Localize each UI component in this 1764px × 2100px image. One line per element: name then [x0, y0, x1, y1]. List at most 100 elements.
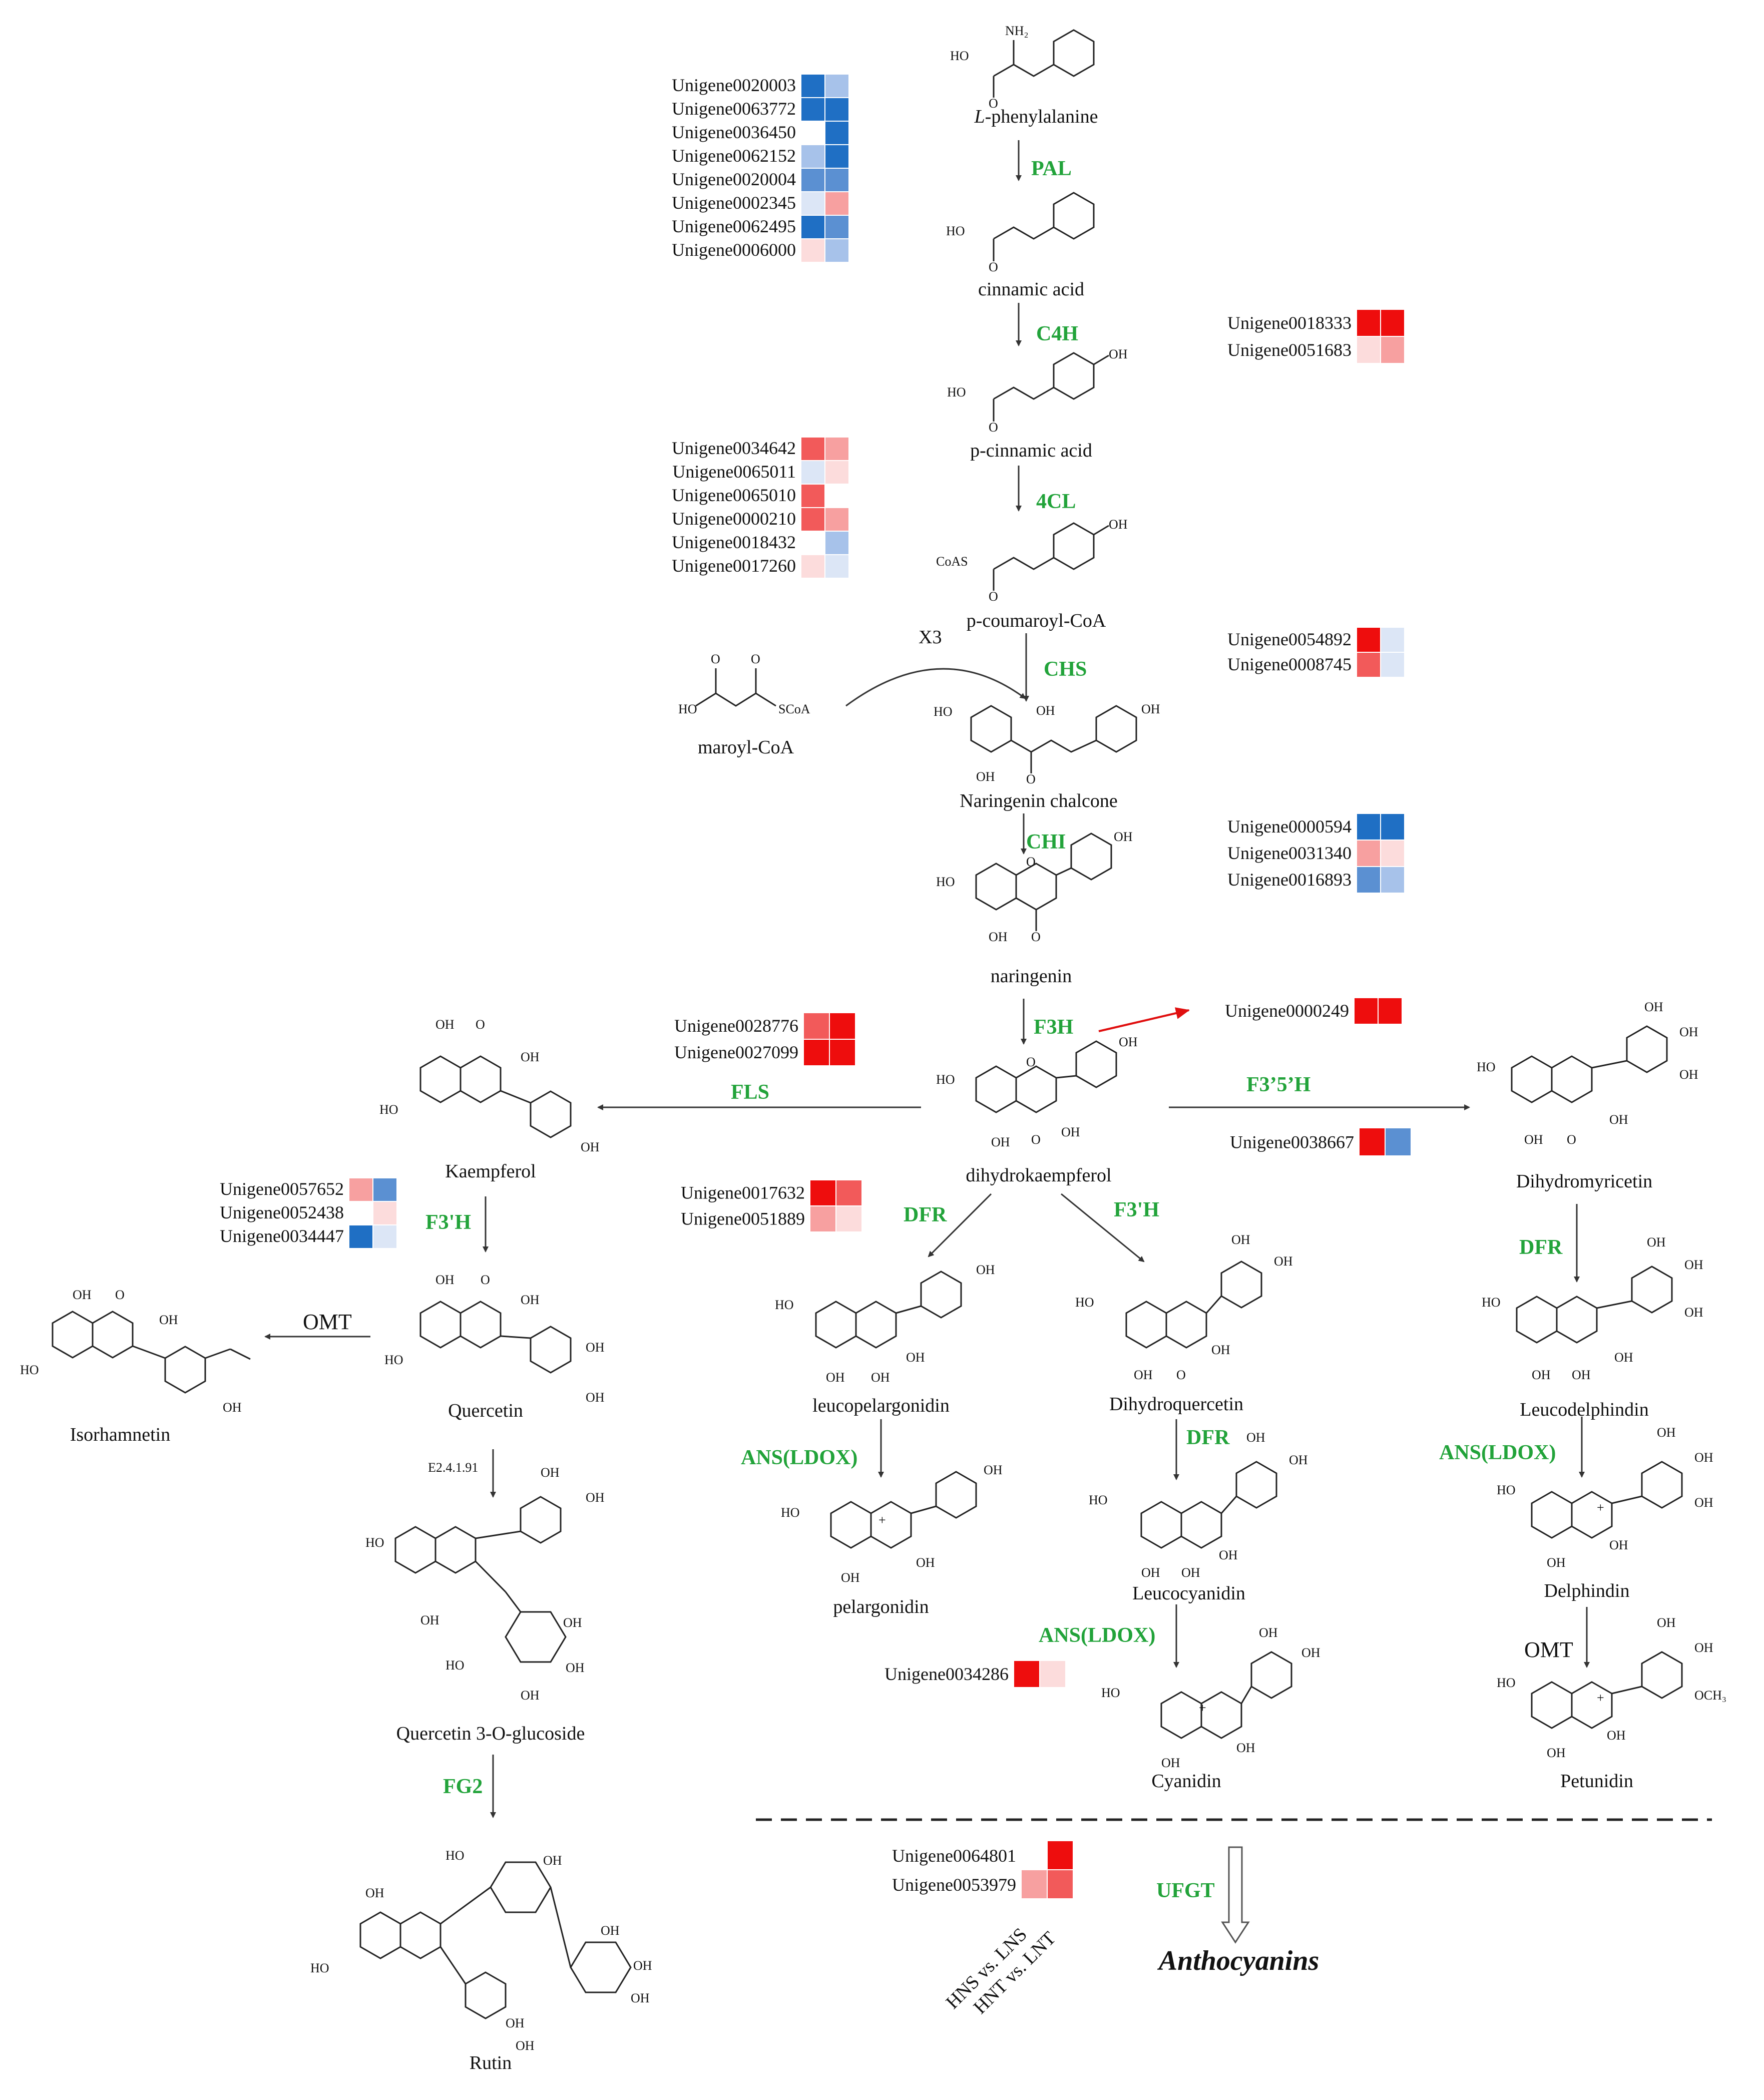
gene-group-chi: Unigene0000594Unigene0031340Unigene00168… [1227, 813, 1405, 894]
gene-name: Unigene0016893 [1227, 870, 1352, 890]
heatmap-cell [824, 74, 849, 98]
svg-text:HO: HO [936, 1072, 955, 1087]
heatmap-cell [800, 238, 825, 263]
svg-text:OH: OH [1657, 1615, 1676, 1630]
quercetin-structure: OH O OH HO OH OH [384, 1273, 605, 1405]
gene-name: Unigene0052438 [220, 1202, 344, 1222]
heatmap-cell [1380, 309, 1405, 337]
p-cinnamic-structure: HO O OH [947, 347, 1128, 435]
heatmap-cell [824, 168, 849, 192]
arrow-dfr-left [928, 1193, 992, 1257]
gene-name: Unigene0000594 [1227, 816, 1352, 836]
svg-text:HO: HO [1497, 1483, 1516, 1497]
label-x3: X3 [919, 627, 942, 648]
svg-text:HO: HO [446, 1848, 465, 1863]
heatmap-cell [800, 531, 825, 555]
enzyme-pal: PAL [1031, 157, 1072, 180]
enzyme-f3h: F3H [1034, 1016, 1073, 1039]
heatmap-cell [824, 144, 849, 169]
label-maroyl: maroyl-CoA [698, 737, 794, 758]
leucopelargonidin-structure: HO OH OH OH OH [775, 1263, 995, 1385]
heatmap-cell [824, 484, 849, 508]
svg-text:OH: OH [916, 1555, 935, 1570]
gene-name: Unigene0036450 [672, 122, 796, 142]
label-chalcone: Naringenin chalcone [960, 790, 1117, 811]
gene-name: Unigene0031340 [1227, 843, 1352, 863]
enzyme-4cl: 4CL [1036, 490, 1076, 513]
svg-text:OH: OH [1134, 1368, 1153, 1382]
svg-text:OH: OH [541, 1465, 560, 1480]
svg-text:OH: OH [1684, 1257, 1703, 1272]
svg-text:O: O [1026, 772, 1036, 786]
p-coumaroyl-structure: CoAS O OH [936, 517, 1128, 604]
heatmap-cell [800, 97, 825, 122]
svg-text:OH: OH [563, 1615, 582, 1630]
svg-text:OH: OH [631, 1991, 650, 2005]
svg-text:O: O [711, 652, 720, 666]
label-p-cinnamic: p-cinnamic acid [970, 440, 1092, 461]
svg-text:OH: OH [1609, 1538, 1628, 1552]
gene-name: Unigene0034447 [220, 1226, 344, 1246]
arrow-f3h-red [1098, 1007, 1190, 1032]
heatmap-cell [800, 460, 825, 485]
svg-text:O: O [989, 260, 998, 274]
svg-text:OH: OH [1644, 1000, 1663, 1014]
svg-text:OCH₃: OCH₃ [1694, 1688, 1726, 1703]
svg-text:OH: OH [1694, 1640, 1713, 1655]
gene-group-4cl: Unigene0034642Unigene0065011Unigene00650… [672, 437, 849, 579]
heatmap-cell [1378, 997, 1403, 1025]
svg-text:+: + [1597, 1500, 1604, 1515]
label-dhk: dihydrokaempferol [966, 1165, 1111, 1186]
heatmap-cell [800, 507, 825, 532]
label-petunidin: Petunidin [1560, 1771, 1633, 1792]
phenylalanine-structure: HO NH₂ O [950, 24, 1095, 111]
arrow-maroyl [845, 668, 1026, 707]
gene-name: Unigene0017632 [681, 1182, 805, 1202]
svg-text:OH: OH [1572, 1368, 1591, 1382]
svg-text:O: O [1026, 1055, 1036, 1069]
arrow-ufgt [1221, 1846, 1250, 1944]
label-p-coumaroyl: p-coumaroyl-CoA [967, 610, 1106, 631]
gene-name: Unigene0062495 [672, 216, 796, 236]
svg-text:O: O [115, 1288, 125, 1302]
legend: HNS vs. LNS HNT vs. LNT [942, 1924, 1060, 2018]
heatmap-cell [800, 554, 825, 579]
delphindin-structure: HO OH OH + OH OH OH [1497, 1425, 1713, 1570]
dhq-structure: HO OH O OH OH OH [1075, 1232, 1293, 1382]
svg-text:OH: OH [435, 1017, 455, 1032]
heatmap-cell [800, 144, 825, 169]
leucocyanidin-structure: HO OH OH OH OH OH [1089, 1430, 1308, 1580]
heatmap-cell [824, 121, 849, 145]
gene-name: Unigene0020003 [672, 75, 796, 95]
svg-text:OH: OH [1657, 1425, 1676, 1440]
heatmap-cell [1356, 839, 1381, 867]
gene-name: Unigene0008745 [1227, 654, 1352, 674]
svg-text:HO: HO [1089, 1493, 1108, 1507]
svg-text:O: O [1026, 855, 1036, 869]
heatmap-cell [809, 1205, 836, 1232]
svg-text:OH: OH [976, 1263, 995, 1277]
heatmap-cell [800, 74, 825, 98]
heatmap-cell [824, 507, 849, 532]
naringenin-structure: HO OH O O OH [936, 829, 1133, 944]
svg-text:O: O [989, 96, 998, 111]
arrows [264, 140, 1712, 1944]
svg-text:OH: OH [1219, 1548, 1238, 1562]
gene-name: Unigene0000210 [672, 509, 796, 529]
enzyme-f35h: F3’5’H [1246, 1073, 1310, 1096]
svg-text:OH: OH [1614, 1350, 1633, 1365]
gene-name: Unigene0038667 [1230, 1132, 1354, 1152]
svg-text:HO: HO [1477, 1060, 1496, 1074]
gene-name: Unigene0065010 [672, 485, 796, 505]
heatmap-cell [800, 484, 825, 508]
label-anthocyanins: Anthocyanins [1157, 1945, 1319, 1976]
svg-text:OH: OH [420, 1613, 439, 1627]
svg-text:HO: HO [379, 1102, 398, 1117]
svg-text:+: + [1199, 1701, 1206, 1715]
gene-name: Unigene0006000 [672, 240, 796, 260]
svg-text:HO: HO [1101, 1686, 1120, 1700]
